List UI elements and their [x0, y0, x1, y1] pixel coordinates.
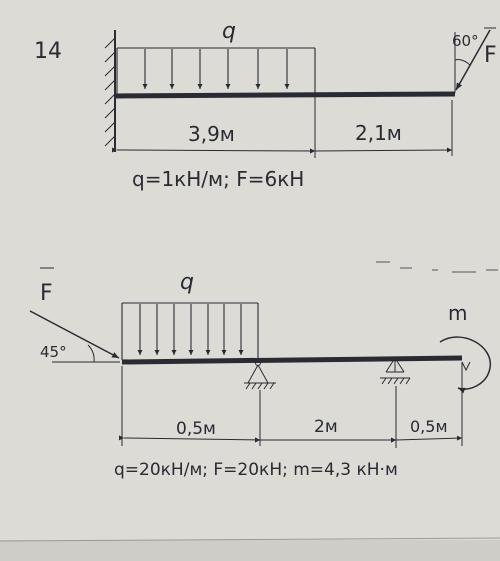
angle-label-1: 60°: [452, 32, 479, 50]
dimension-line-1: [111, 94, 453, 158]
dimension-line-2: [118, 362, 463, 448]
span-label-right-2: 0,5м: [410, 417, 448, 436]
span-label-mid-2: 2м: [314, 417, 338, 437]
moment-label: m: [448, 301, 467, 325]
force-arrow-1: [455, 29, 491, 91]
angle-label-2: 45°: [40, 343, 67, 361]
force-label-2: F: [40, 281, 53, 306]
wall-hatching: [104, 37, 116, 147]
force-arrow-2: [29, 310, 120, 359]
problem-number: 14: [34, 39, 62, 64]
stray-marks: [376, 261, 498, 273]
moment-glyph: [461, 361, 471, 372]
load-label-1: q: [222, 19, 236, 44]
force-label-1: F: [484, 43, 497, 68]
angle-arc-1: [454, 59, 471, 66]
distributed-load-2: [121, 302, 259, 360]
span-label-left-1: 3,9м: [188, 122, 235, 146]
beam-diagram-2: [29, 261, 498, 448]
span-label-left-2: 0,5м: [176, 419, 216, 439]
angle-arc-2: [87, 344, 95, 363]
load-label-2: q: [180, 270, 194, 295]
moment-arrow: [439, 336, 491, 394]
beam-1: [114, 91, 456, 99]
pin-support: [244, 360, 276, 390]
given-values-1: q=1кН/м; F=6кН: [132, 167, 304, 191]
given-values-2: q=20кН/м; F=20кН; m=4,3 кН·м: [114, 460, 398, 480]
span-label-right-1: 2,1м: [355, 121, 402, 145]
roller-support: [380, 357, 411, 385]
beam-diagram-1: [104, 27, 496, 158]
beam-2: [121, 355, 463, 365]
distributed-load-1: [116, 47, 316, 96]
